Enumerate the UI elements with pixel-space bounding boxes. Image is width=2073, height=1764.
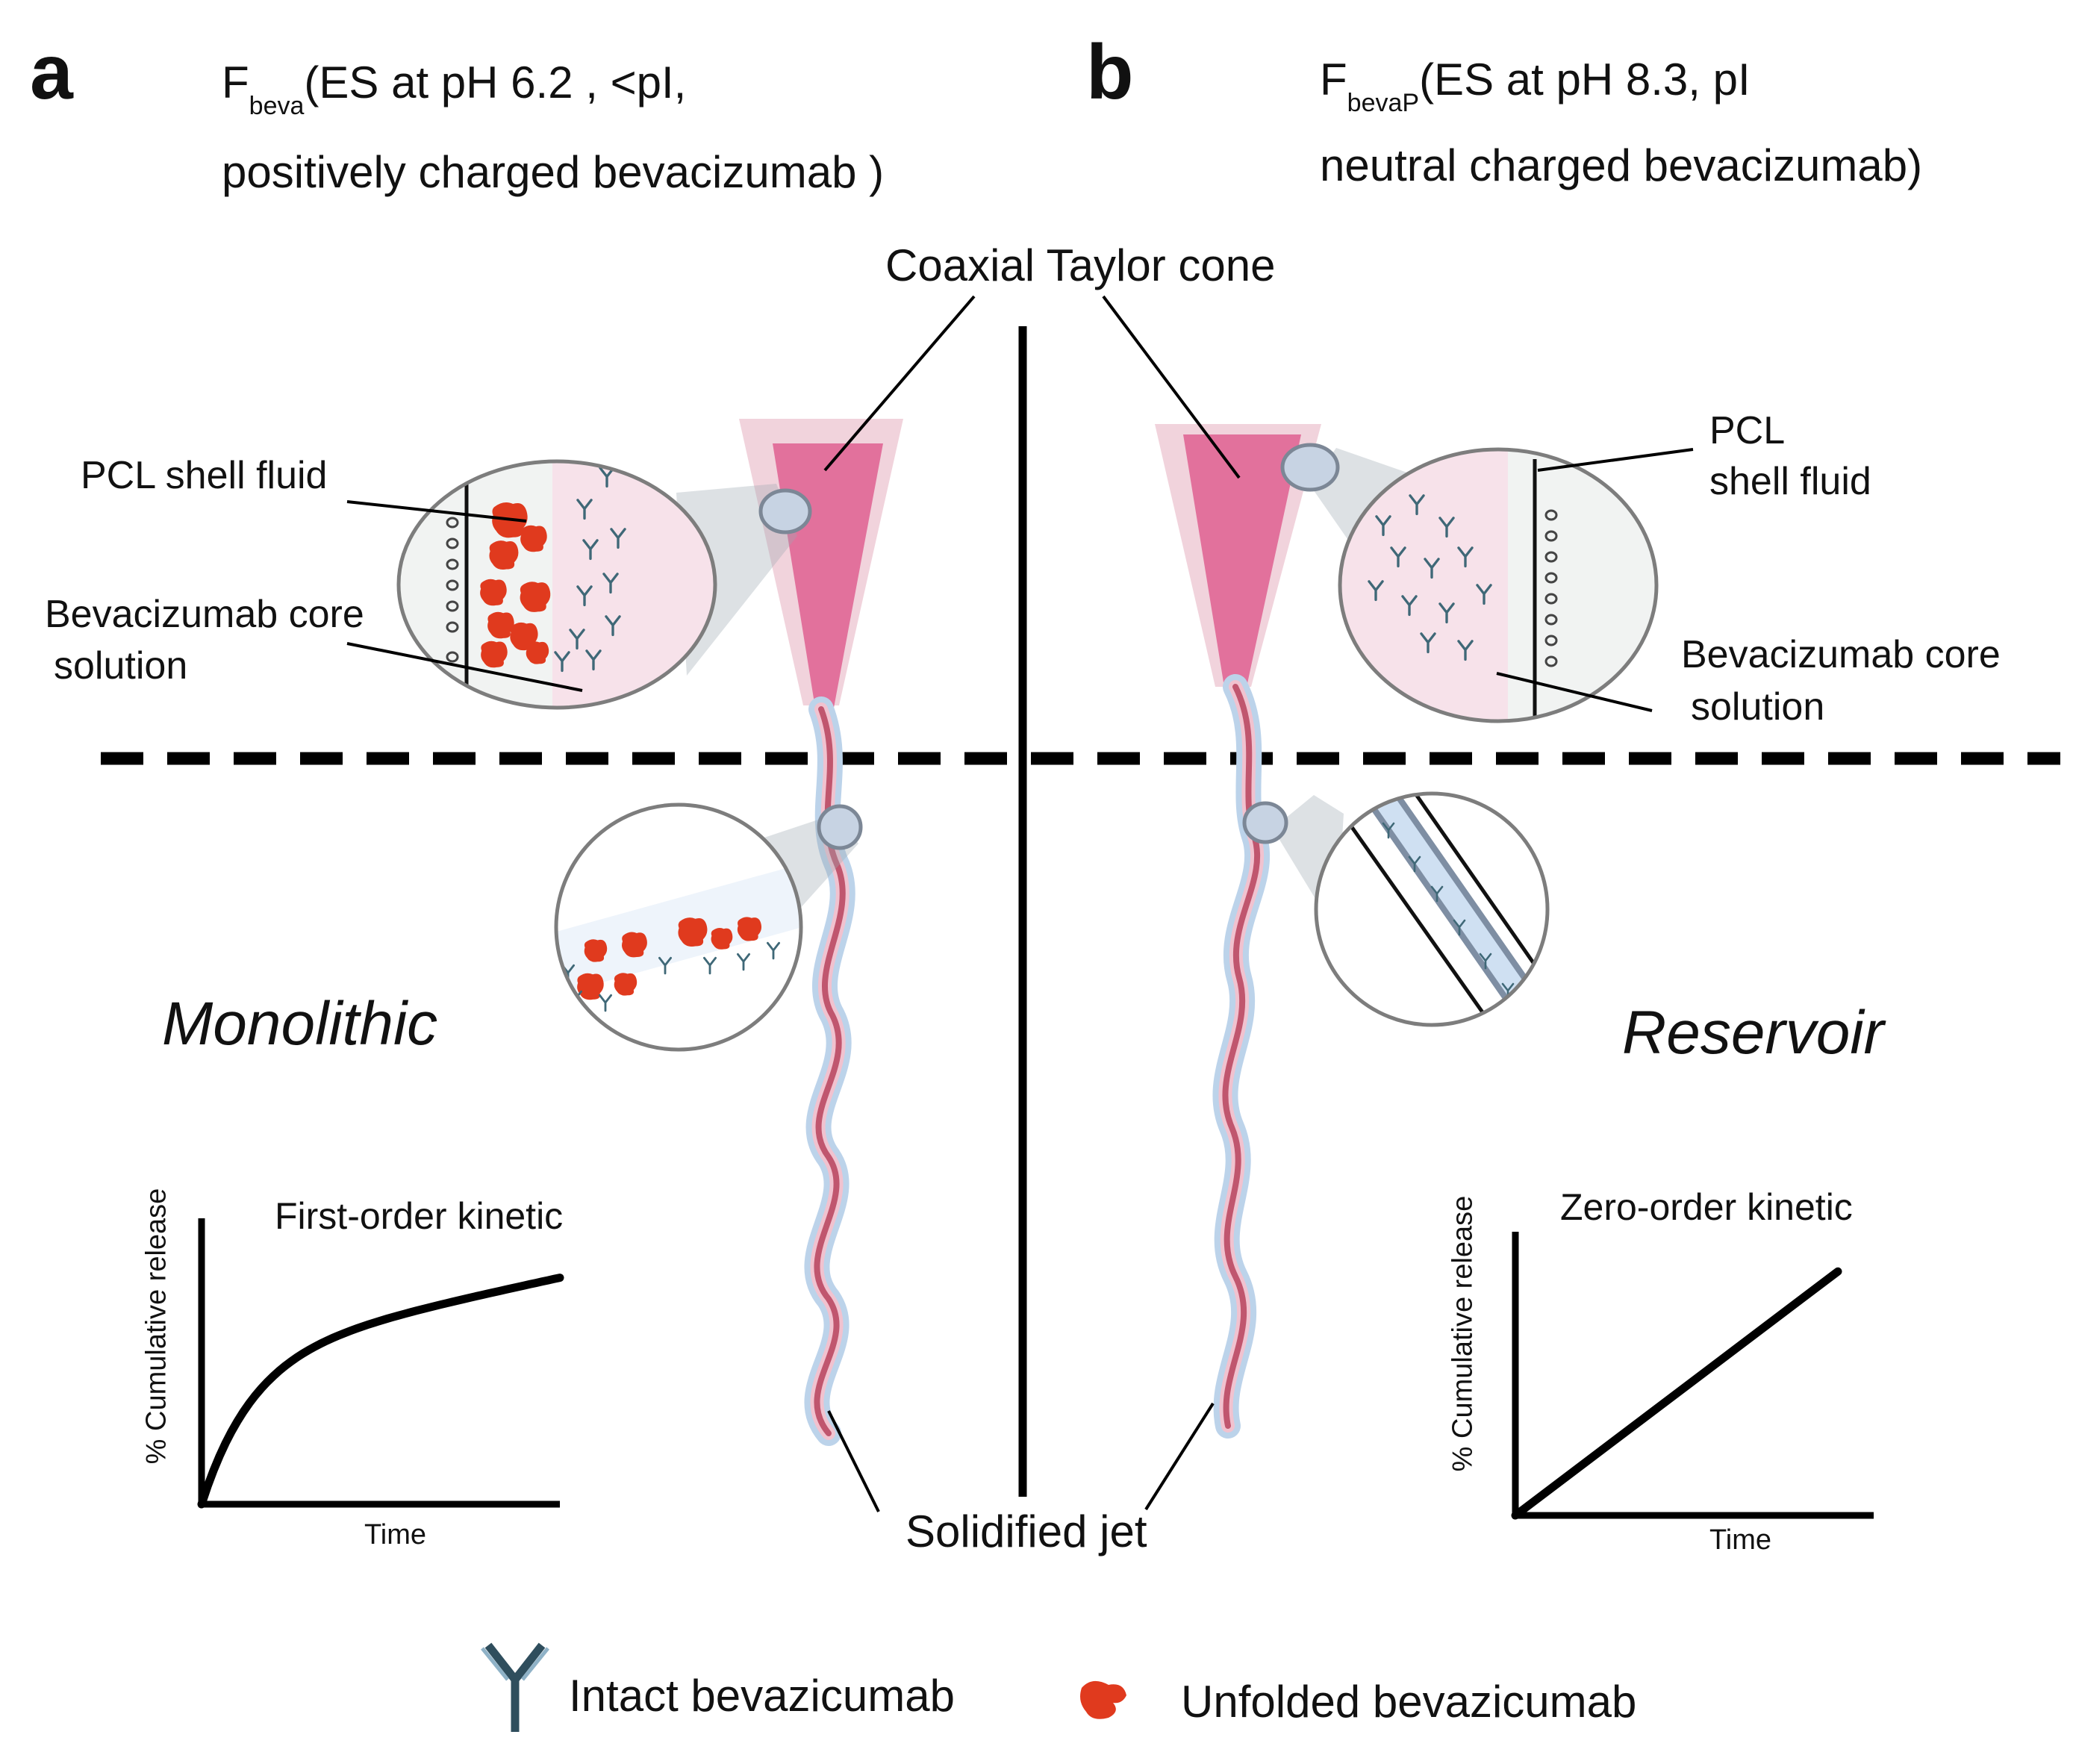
magnifier-cone-left	[396, 459, 812, 710]
unfolded-protein-icon	[1080, 1680, 1126, 1719]
formula-a-main: F	[222, 57, 249, 107]
chart-zero-order	[1511, 1232, 1874, 1520]
formula-b-subscript: bevaP	[1347, 89, 1420, 117]
model-label-monolithic: Monolithic	[162, 990, 438, 1058]
core-label-left-line1: Bevacizumab core	[45, 593, 364, 636]
taylor-cone-right	[1155, 424, 1321, 687]
magnifier-cone-right	[1280, 443, 1659, 723]
legend-intact-label: Intact bevazicumab	[569, 1671, 955, 1721]
chart-first-order	[197, 1218, 564, 1509]
formula-b-main: F	[1320, 54, 1347, 105]
panel-a-title-line2: positively charged bevacizumab )	[222, 147, 885, 197]
model-label-reservoir: Reservoir	[1622, 999, 1884, 1067]
taylor-cone-label: Coaxial Taylor cone	[885, 240, 1276, 290]
panel-letter-a: a	[30, 29, 73, 116]
core-label-left-line2: solution	[54, 644, 188, 688]
chart-zero-order-axes	[1512, 1232, 1874, 1519]
solidified-jet-right	[1212, 674, 1271, 1439]
chart-first-order-xlabel: Time	[364, 1519, 427, 1550]
panel-b-title-rest: (ES at pH 8.3, pI	[1419, 54, 1751, 105]
core-label-right-line2: solution	[1691, 685, 1825, 729]
chart-first-order-ylabel: % Cumulative release	[140, 1188, 172, 1465]
panel-b-title-line2: neutral charged bevacizumab)	[1320, 140, 1923, 190]
pcl-shell-label-right-line2: shell fluid	[1709, 460, 1871, 503]
chart-zero-order-xlabel: Time	[1709, 1524, 1772, 1556]
leader-lines	[346, 295, 1694, 1512]
panel-letter-b: b	[1086, 29, 1134, 116]
chart-zero-order-line	[1511, 1267, 1842, 1520]
solidified-jet-left	[804, 696, 855, 1446]
formula-a-subscript: beva	[249, 92, 305, 120]
magnifier-jet-right	[1242, 791, 1550, 1027]
magnifier-jet-left	[554, 802, 863, 1052]
core-label-right-line1: Bevacizumab core	[1681, 633, 2001, 676]
chart-first-order-curve	[197, 1274, 564, 1509]
kinetic-label-zero-order: Zero-order kinetic	[1560, 1186, 1853, 1228]
panel-a-title-line1: Fbeva(ES at pH 6.2 , <pI,	[222, 57, 687, 120]
solidified-jet-label: Solidified jet	[905, 1506, 1147, 1556]
chart-first-order-axes	[198, 1218, 560, 1508]
panel-a-title-rest: (ES at pH 6.2 , <pI,	[304, 57, 687, 107]
pcl-shell-label-right-line1: PCL	[1709, 409, 1786, 452]
kinetic-label-first-order: First-order kinetic	[275, 1195, 564, 1237]
pcl-shell-label-left: PCL shell fluid	[81, 454, 328, 497]
panel-b-title-line1: FbevaP(ES at pH 8.3, pI	[1320, 54, 1751, 117]
chart-zero-order-ylabel: % Cumulative release	[1447, 1195, 1479, 1472]
legend-unfolded-label: Unfolded bevazicumab	[1181, 1677, 1637, 1727]
antibody-icon	[481, 1642, 549, 1732]
